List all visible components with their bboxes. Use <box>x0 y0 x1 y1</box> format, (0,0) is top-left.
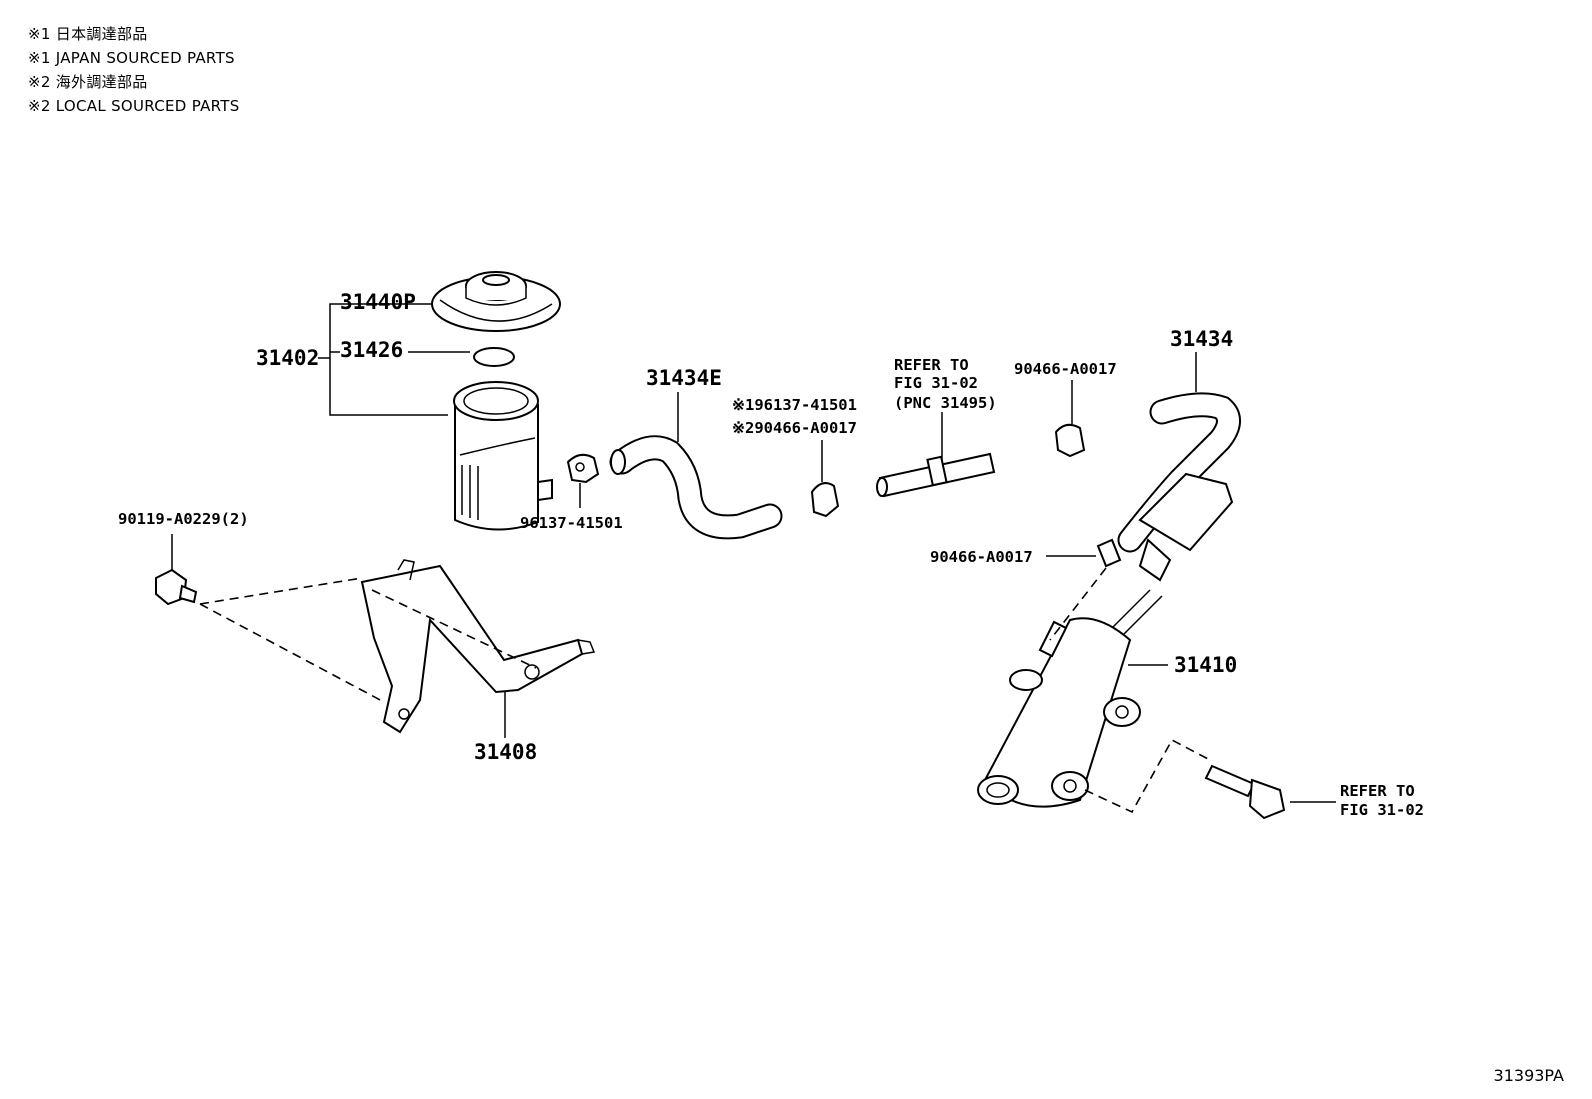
label-31410: 31410 <box>1174 653 1237 677</box>
note-line-4: ※2 LOCAL SOURCED PARTS <box>28 97 240 115</box>
hose-clip-right[interactable] <box>1054 423 1086 458</box>
reservoir-tank[interactable] <box>453 381 553 531</box>
note-line-2: ※1 JAPAN SOURCED PARTS <box>28 49 235 67</box>
reservoir-cap[interactable] <box>431 271 561 332</box>
note-line-1: ※1 日本調達部品 <box>28 25 148 43</box>
hose-clip-lower[interactable] <box>1096 538 1122 568</box>
figure-code: 31393PA <box>1493 1066 1564 1085</box>
label-refer-b1: REFER TO <box>1340 782 1415 800</box>
label-refer-a1: REFER TO <box>894 356 969 374</box>
label-31402: 31402 <box>256 346 319 370</box>
hose-31434E[interactable] <box>609 435 783 540</box>
hose-clip-mid[interactable] <box>810 482 840 518</box>
label-90466-top: 90466-A0017 <box>1014 360 1117 378</box>
label-31408: 31408 <box>474 740 537 764</box>
label-96137-41501: 96137-41501 <box>520 514 623 532</box>
mounting-bolt[interactable] <box>1204 764 1286 820</box>
label-31434E: 31434E <box>646 366 722 390</box>
label-90119: 90119-A0229(2) <box>118 510 249 528</box>
reservoir-seal[interactable] <box>473 347 515 367</box>
union-pipe[interactable] <box>876 452 996 498</box>
bolt-90119[interactable] <box>155 568 198 606</box>
hose-clip-left[interactable] <box>566 453 600 484</box>
label-note1-part: ※196137-41501 <box>732 396 857 414</box>
label-refer-a3: (PNC 31495) <box>894 394 997 412</box>
legend-notes: ※1 日本調達部品 ※1 JAPAN SOURCED PARTS ※2 海外調達… <box>28 22 240 118</box>
label-90466-mid: 90466-A0017 <box>930 548 1033 566</box>
label-note2-part: ※290466-A0017 <box>732 419 857 437</box>
bracket-31408[interactable] <box>360 559 596 734</box>
label-31434: 31434 <box>1170 327 1233 351</box>
label-refer-b2: FIG 31-02 <box>1340 801 1424 819</box>
note-line-3: ※2 海外調達部品 <box>28 73 148 91</box>
label-refer-a2: FIG 31-02 <box>894 374 978 392</box>
label-31440P: 31440P <box>340 290 416 314</box>
clutch-master-cylinder[interactable] <box>977 472 1234 808</box>
label-31426: 31426 <box>340 338 403 362</box>
